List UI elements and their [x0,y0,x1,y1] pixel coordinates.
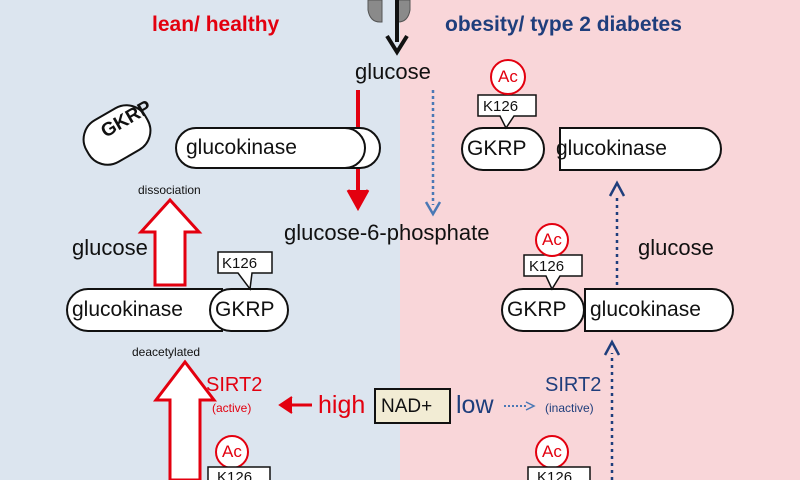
lean-healthy-header: lean/ healthy [152,13,280,36]
left-complex-glucokinase-label: glucokinase [72,298,183,321]
k126-tag-right-bottom: K126 [537,469,573,480]
k126-tag-right-top: K126 [483,98,519,115]
right-top-gkrp-label: GKRP [467,137,527,160]
left-complex-gkrp-label: GKRP [215,298,275,321]
free-glucokinase-shape [175,127,381,169]
ac-badge-right-middle: Ac [542,230,562,249]
sirt2-inactivation-arrow [504,401,536,411]
dissociation-arrow [137,197,203,287]
right-upper-dotted-arrow [608,180,626,292]
nad-box [374,388,451,424]
glucose-uptake-arrow [385,0,409,56]
left-bottom-acetylated-shape [207,435,271,480]
obesity-diabetes-header: obesity/ type 2 diabetes [445,13,682,36]
k126-tag-right-middle: K126 [529,258,565,275]
ac-badge-right-bottom: Ac [542,442,562,461]
glucose-6-phosphate-label: glucose-6-phosphate [284,220,490,245]
glucose-left-label: glucose [72,235,148,260]
glucose-right-label: glucose [638,235,714,260]
right-middle-glucokinase-label: glucokinase [590,298,701,321]
k126-tag-left: K126 [222,255,258,272]
right-middle-complex-shape [501,223,734,332]
ac-badge-right-top: Ac [498,67,518,86]
right-bottom-acetylated-shape [527,435,591,480]
left-complex-shape [66,251,289,332]
nad-high-label: high [318,391,366,419]
deacetylated-label: deacetylated [132,345,201,359]
nad-label: NAD+ [381,396,433,417]
right-lower-dotted-arrow [603,339,621,480]
glucose-transporter-icon [367,0,411,23]
ac-badge-left-bottom: Ac [222,442,242,461]
sirt2-active-label: SIRT2 [206,374,263,396]
glycolysis-arrow-blue-dotted [424,90,442,217]
right-top-complex-shape [461,59,722,171]
right-top-glucokinase-label: glucokinase [556,137,667,160]
k126-tag-left-bottom: K126 [217,469,253,480]
obesity-panel-background [400,0,800,480]
sirt2-active-state: (active) [212,401,252,415]
dissociation-label: dissociation [138,183,201,197]
glucose-label: glucose [355,59,431,84]
free-gkrp-shape [82,104,152,166]
sirt2-activation-arrow [278,396,312,414]
nad-low-label: low [456,391,494,419]
right-middle-gkrp-label: GKRP [507,298,567,321]
deacetylation-arrow [152,359,218,480]
sirt2-inactive-state: (inactive) [545,401,594,415]
free-glucokinase-label: glucokinase [186,136,297,159]
sirt2-inactive-label: SIRT2 [545,374,602,396]
